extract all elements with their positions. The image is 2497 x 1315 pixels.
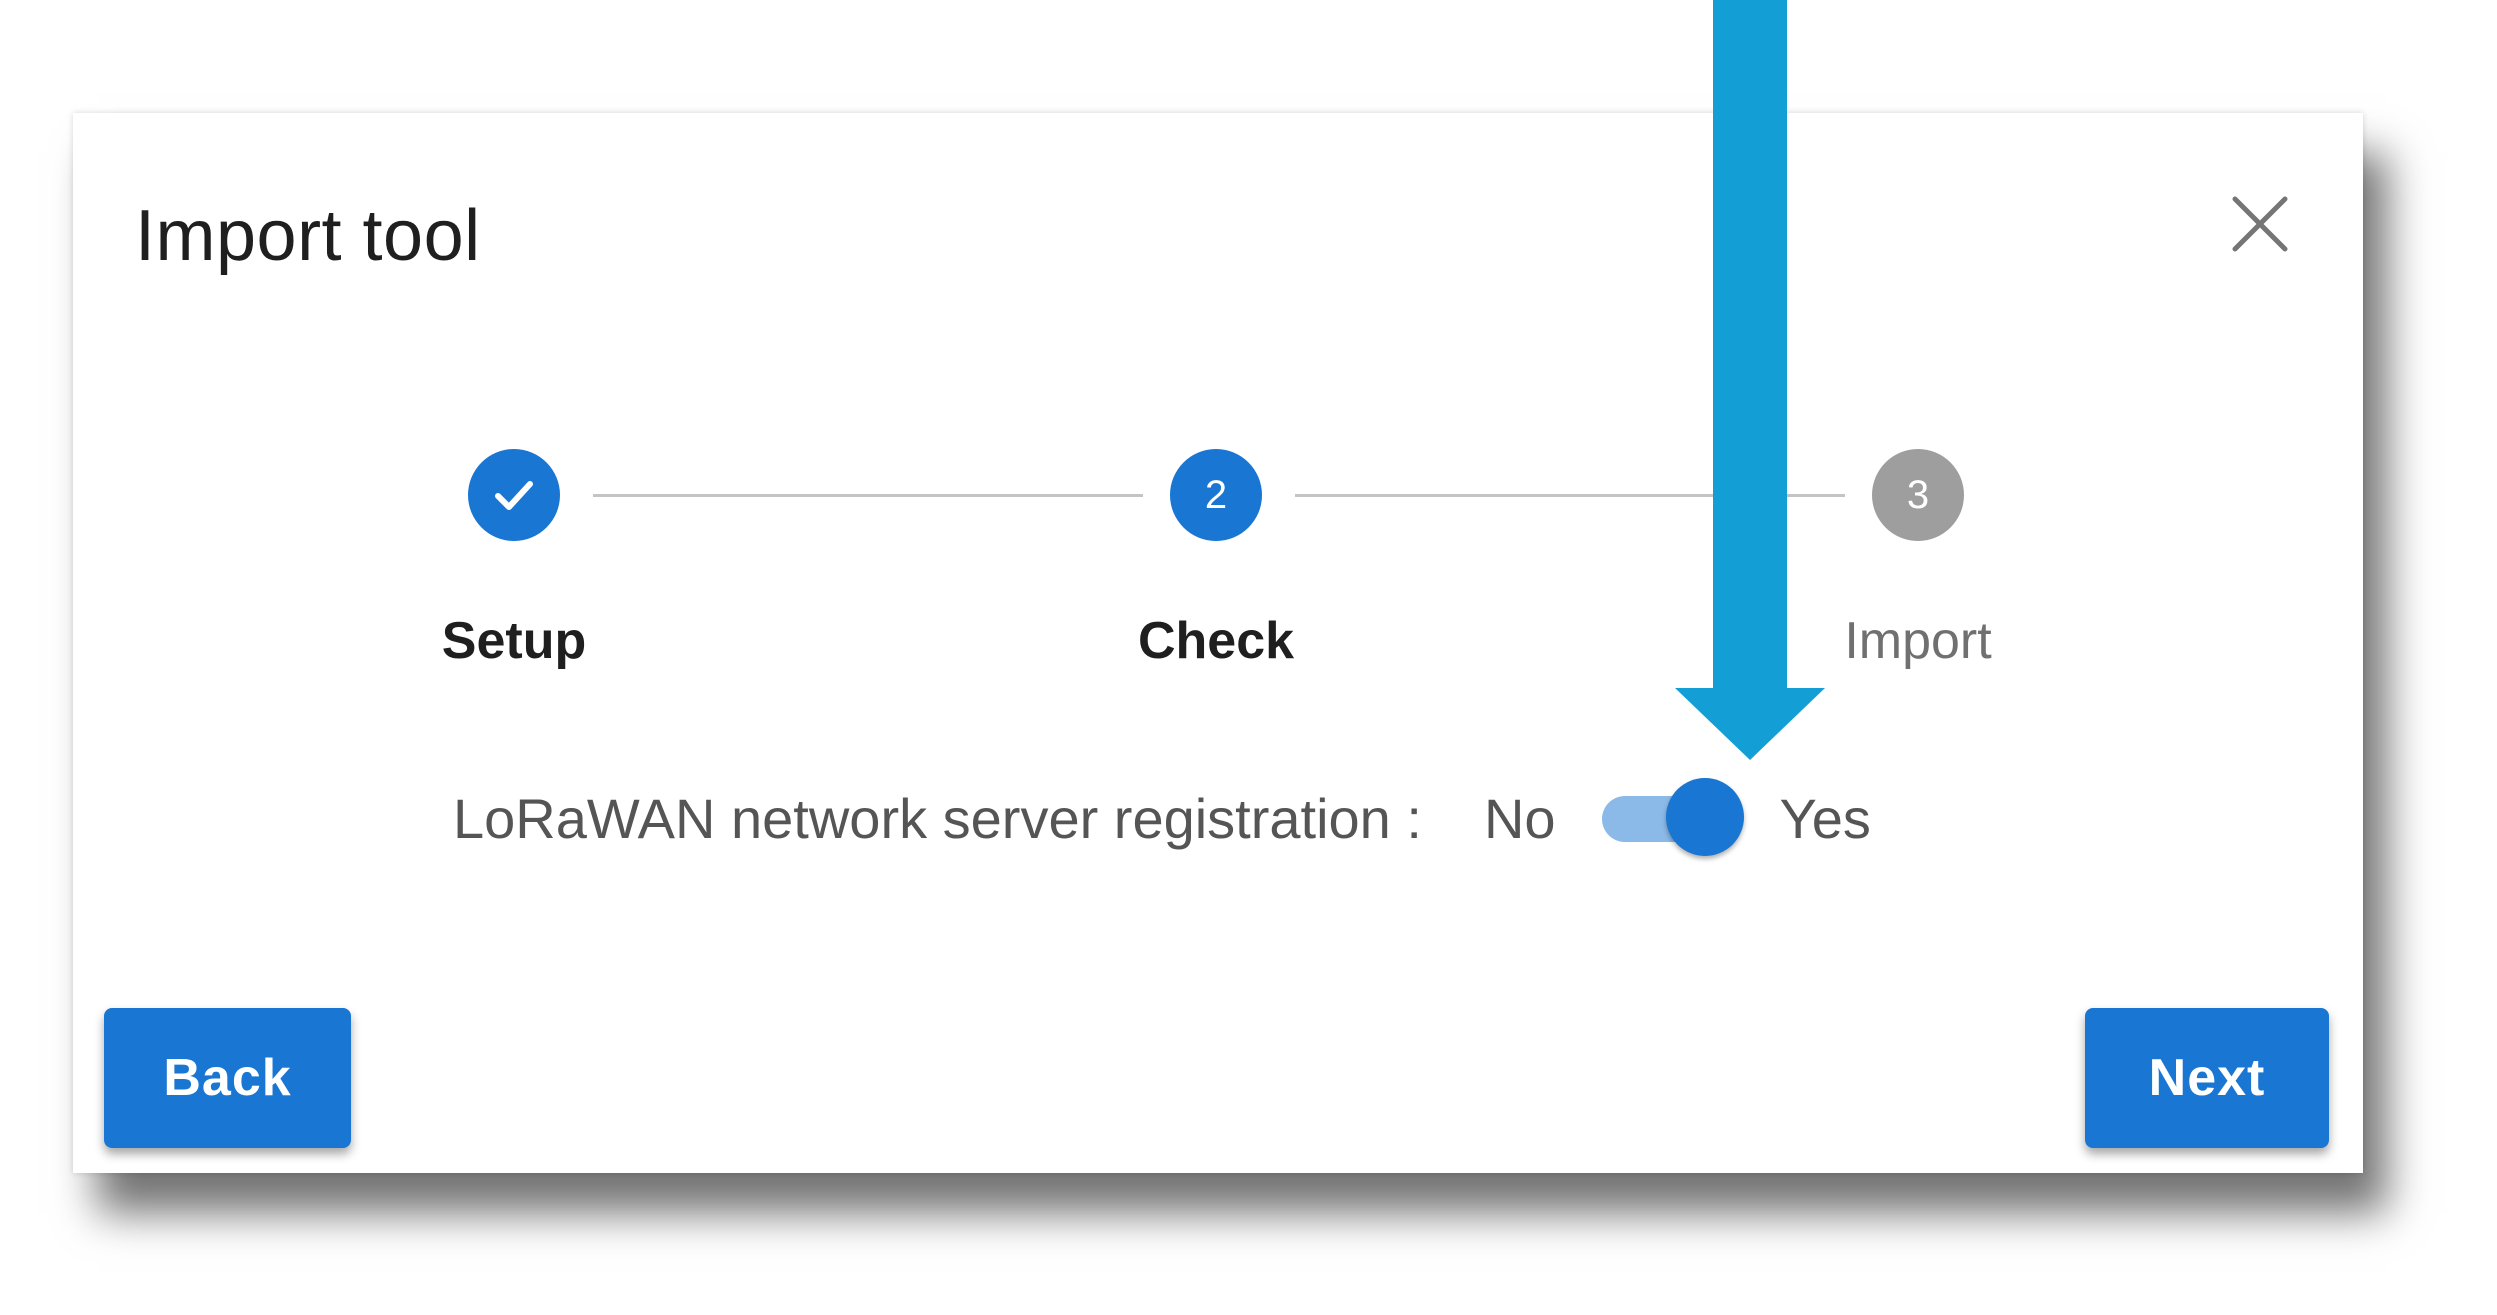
step-label-import[interactable]: Import [1844, 612, 1992, 670]
switch-on-label: Yes [1779, 786, 1871, 850]
import-tool-dialog: Import tool 2 3 Setup Check Import LoRaW… [73, 113, 2363, 1173]
close-button[interactable] [2225, 189, 2295, 259]
close-icon [2232, 196, 2288, 252]
step-check-number[interactable]: 2 [1170, 449, 1262, 541]
toggle-thumb[interactable] [1665, 778, 1744, 856]
stepper: 2 3 Setup Check Import [73, 113, 2363, 1173]
registration-toggle[interactable] [1596, 778, 1746, 858]
step-connector [593, 494, 1143, 497]
step-setup-completed[interactable] [468, 449, 560, 541]
registration-label: LoRaWAN network server registration : [453, 786, 1422, 850]
dialog-title: Import tool [135, 196, 481, 276]
check-icon [495, 481, 533, 510]
back-button[interactable]: Back [104, 1008, 351, 1148]
step-import-number[interactable]: 3 [1872, 449, 1964, 541]
step-label-check[interactable]: Check [1137, 612, 1295, 670]
switch-off-label: No [1483, 786, 1556, 850]
step-connector [1295, 494, 1845, 497]
next-button[interactable]: Next [2085, 1008, 2329, 1148]
step-label-setup[interactable]: Setup [441, 612, 587, 670]
registration-switch-row: LoRaWAN network server registration : No… [453, 768, 1871, 868]
